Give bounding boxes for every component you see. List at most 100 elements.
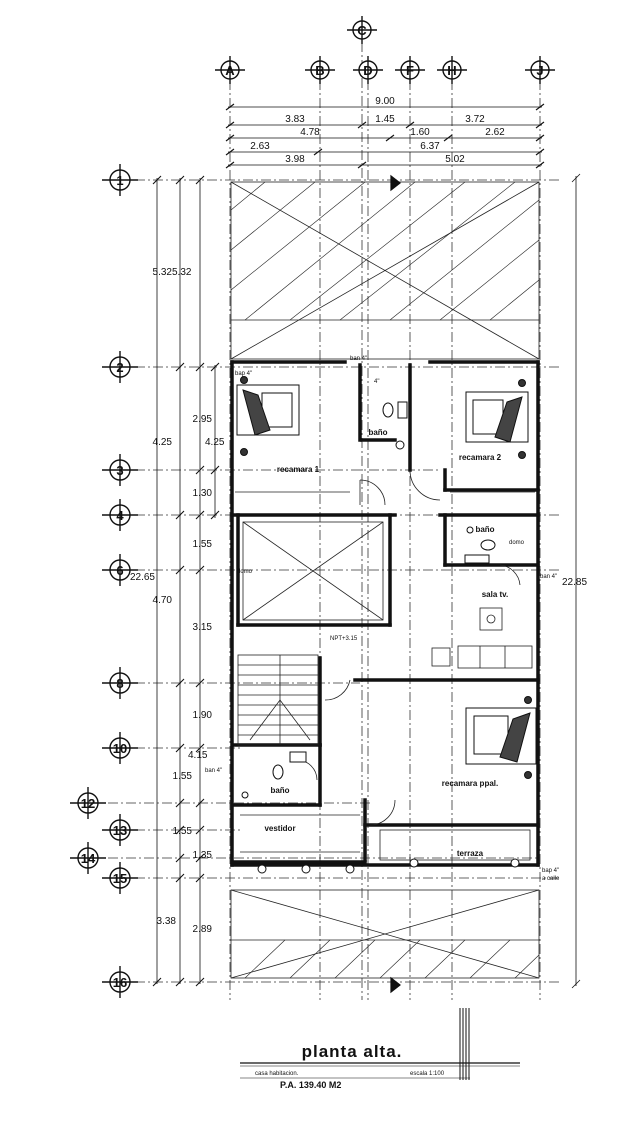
column-marker-c — [347, 16, 377, 44]
bed-recamara-1 — [236, 376, 300, 456]
row-label-13: 13 — [113, 823, 127, 838]
open-area-top — [230, 181, 540, 360]
column-marker-b — [305, 56, 335, 84]
room-label-terraza: terraza — [457, 849, 484, 858]
column-label-h: H — [447, 63, 456, 78]
room-labels: recamara 1 recamara 2 baño baño baño sal… — [237, 428, 525, 858]
row-label-10: 10 — [113, 741, 127, 756]
note-ban-bottom: ban 4" — [205, 768, 222, 774]
note-ban-right: ban 4" — [540, 574, 557, 580]
room-label-recamara-2: recamara 2 — [459, 453, 502, 462]
row-label-1: 1 — [116, 173, 123, 188]
drawing-notes: bap 4" ban 4" ban 4" ban 4" bap 4" a cal… — [205, 356, 560, 882]
room-label-bano-mid: baño — [475, 525, 494, 534]
bed-recamara-ppal — [465, 696, 537, 779]
walls — [230, 360, 540, 867]
row-label-15: 15 — [113, 871, 127, 886]
dim-value: 6.37 — [420, 141, 440, 152]
room-label-bano-top: baño — [368, 428, 387, 437]
row-label-12: 12 — [81, 796, 95, 811]
dim-value: 4.25 — [205, 437, 225, 448]
dim-value: 5.32 — [172, 267, 192, 278]
row-label-2: 2 — [116, 360, 123, 375]
note-num-4: 4" — [374, 379, 379, 385]
dim-total-width: 9.00 — [375, 96, 395, 107]
section-markers — [390, 174, 401, 994]
dim-value: 3.98 — [285, 154, 305, 165]
plan-scale: escala 1:100 — [410, 1071, 445, 1077]
dim-value: 3.72 — [465, 114, 485, 125]
column-marker-j — [525, 56, 555, 84]
dim-total-height-right: 22.85 — [562, 577, 587, 588]
dim-value: 1.55 — [173, 771, 193, 782]
dim-value: 2.95 — [193, 414, 213, 425]
row-label-3: 3 — [116, 463, 123, 478]
dim-value: 4.25 — [153, 437, 173, 448]
column-labels: A B C D F H J — [225, 23, 543, 78]
dim-value: 1.35 — [193, 850, 213, 861]
column-label-a: A — [225, 63, 235, 78]
grid-lines — [90, 42, 560, 1000]
room-label-vestidor: vestidor — [264, 824, 295, 833]
dim-value: 4.78 — [300, 127, 320, 138]
note-bap-bottom-right-sub: a calle — [542, 876, 560, 882]
row-label-8: 8 — [116, 676, 123, 691]
row-markers — [70, 164, 138, 998]
note-npt: NPT+3.15 — [330, 636, 358, 642]
plan-subtitle: casa habitacion. — [255, 1071, 299, 1077]
column-marker-h — [437, 56, 467, 84]
column-label-c: C — [357, 23, 367, 38]
dim-value: 2.89 — [193, 924, 213, 935]
row-labels: 1 2 3 4 6 8 10 12 13 14 15 16 — [81, 173, 127, 990]
room-label-sala-tv: sala tv. — [482, 590, 509, 599]
column-marker-f — [395, 56, 425, 84]
row-label-14: 14 — [81, 851, 96, 866]
note-ban-top: ban 4" — [350, 356, 367, 362]
dim-value: 5.02 — [445, 154, 465, 165]
room-label-bano-bottom: baño — [270, 786, 289, 795]
left-dimension-values: 5.32 4.25 22.65 3.38 5.32 2.95 4.25 1.30… — [130, 267, 225, 935]
plan-title: planta alta. — [302, 1042, 403, 1061]
column-markers — [215, 16, 555, 84]
interior-details — [235, 469, 535, 861]
right-dimension-line — [571, 173, 581, 989]
dim-value: 1.45 — [375, 114, 395, 125]
top-dimension-lines — [225, 103, 545, 169]
column-marker-d — [353, 56, 383, 84]
column-label-b: B — [315, 63, 324, 78]
bed-recamara-2 — [465, 379, 529, 459]
dim-value: 1.60 — [410, 127, 430, 138]
dim-value: 3.83 — [285, 114, 305, 125]
dim-value: 1.30 — [193, 488, 213, 499]
room-label-recamara-ppal: recamara ppal. — [442, 779, 498, 788]
column-marker-a — [215, 56, 245, 84]
dim-value: 4.70 — [153, 595, 173, 606]
column-label-f: F — [406, 63, 414, 78]
room-label-domo-right: domo — [509, 540, 525, 546]
top-dimension-values: 9.00 3.83 1.45 3.72 4.78 1.60 2.62 2.63 … — [250, 96, 505, 165]
row-label-6: 6 — [116, 563, 123, 578]
dim-value: 2.63 — [250, 141, 270, 152]
plan-area: P.A. 139.40 M2 — [280, 1080, 341, 1090]
dim-value: 4.15 — [188, 750, 208, 761]
dim-value: 1.55 — [173, 826, 193, 837]
column-label-d: D — [363, 63, 372, 78]
dim-value: 1.55 — [193, 539, 213, 550]
dim-total-height-left: 22.65 — [130, 572, 155, 583]
dim-value: 3.38 — [157, 916, 177, 927]
left-dimension-lines — [152, 175, 220, 987]
dim-value: 2.62 — [485, 127, 505, 138]
row-label-16: 16 — [113, 975, 127, 990]
note-bap-top-left: bap 4" — [235, 371, 252, 377]
dim-value: 3.15 — [193, 622, 213, 633]
room-label-recamara-1: recamara 1 — [277, 465, 320, 474]
title-block — [240, 1008, 520, 1080]
note-bap-bottom-right: bap 4" — [542, 868, 559, 874]
dim-value: 1.90 — [193, 710, 213, 721]
open-area-bottom — [230, 889, 540, 979]
dim-value: 5.32 — [153, 267, 173, 278]
bathroom-fixtures — [241, 401, 520, 874]
room-label-domo-left: domo — [237, 569, 253, 575]
column-label-j: J — [536, 63, 543, 78]
